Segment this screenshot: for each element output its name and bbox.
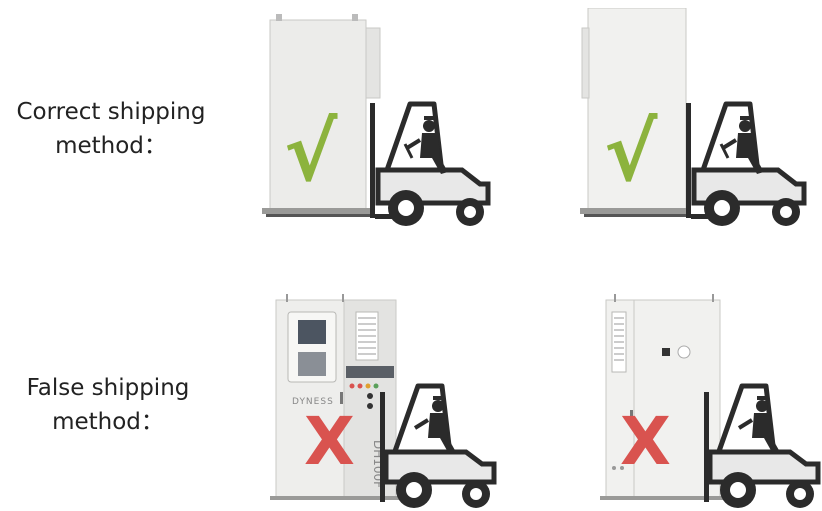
forklift-with-driver-icon [686, 103, 804, 226]
cross-mark-icon: X [304, 403, 355, 480]
check-mark-icon: √ [604, 106, 658, 199]
forklift-with-driver-icon [380, 386, 494, 508]
check-mark-icon: √ [284, 106, 338, 199]
forklift-with-driver-icon [370, 103, 488, 226]
false-label-line2: method： [0, 405, 216, 439]
false-shipping-panel-2: X [580, 292, 822, 511]
false-label-line1: False shipping [0, 371, 216, 405]
false-shipping-panel-1: DYNESS DH100F X [262, 292, 502, 511]
correct-label-line2: method： [0, 129, 222, 163]
false-shipping-label: False shipping method： [0, 371, 216, 439]
correct-shipping-label: Correct shipping method： [0, 95, 222, 163]
correct-shipping-panel-2: √ [580, 8, 820, 233]
correct-label-line1: Correct shipping [0, 95, 222, 129]
correct-shipping-panel-1: √ [262, 8, 502, 233]
forklift-with-driver-icon [704, 386, 818, 508]
cross-mark-icon: X [620, 403, 671, 480]
